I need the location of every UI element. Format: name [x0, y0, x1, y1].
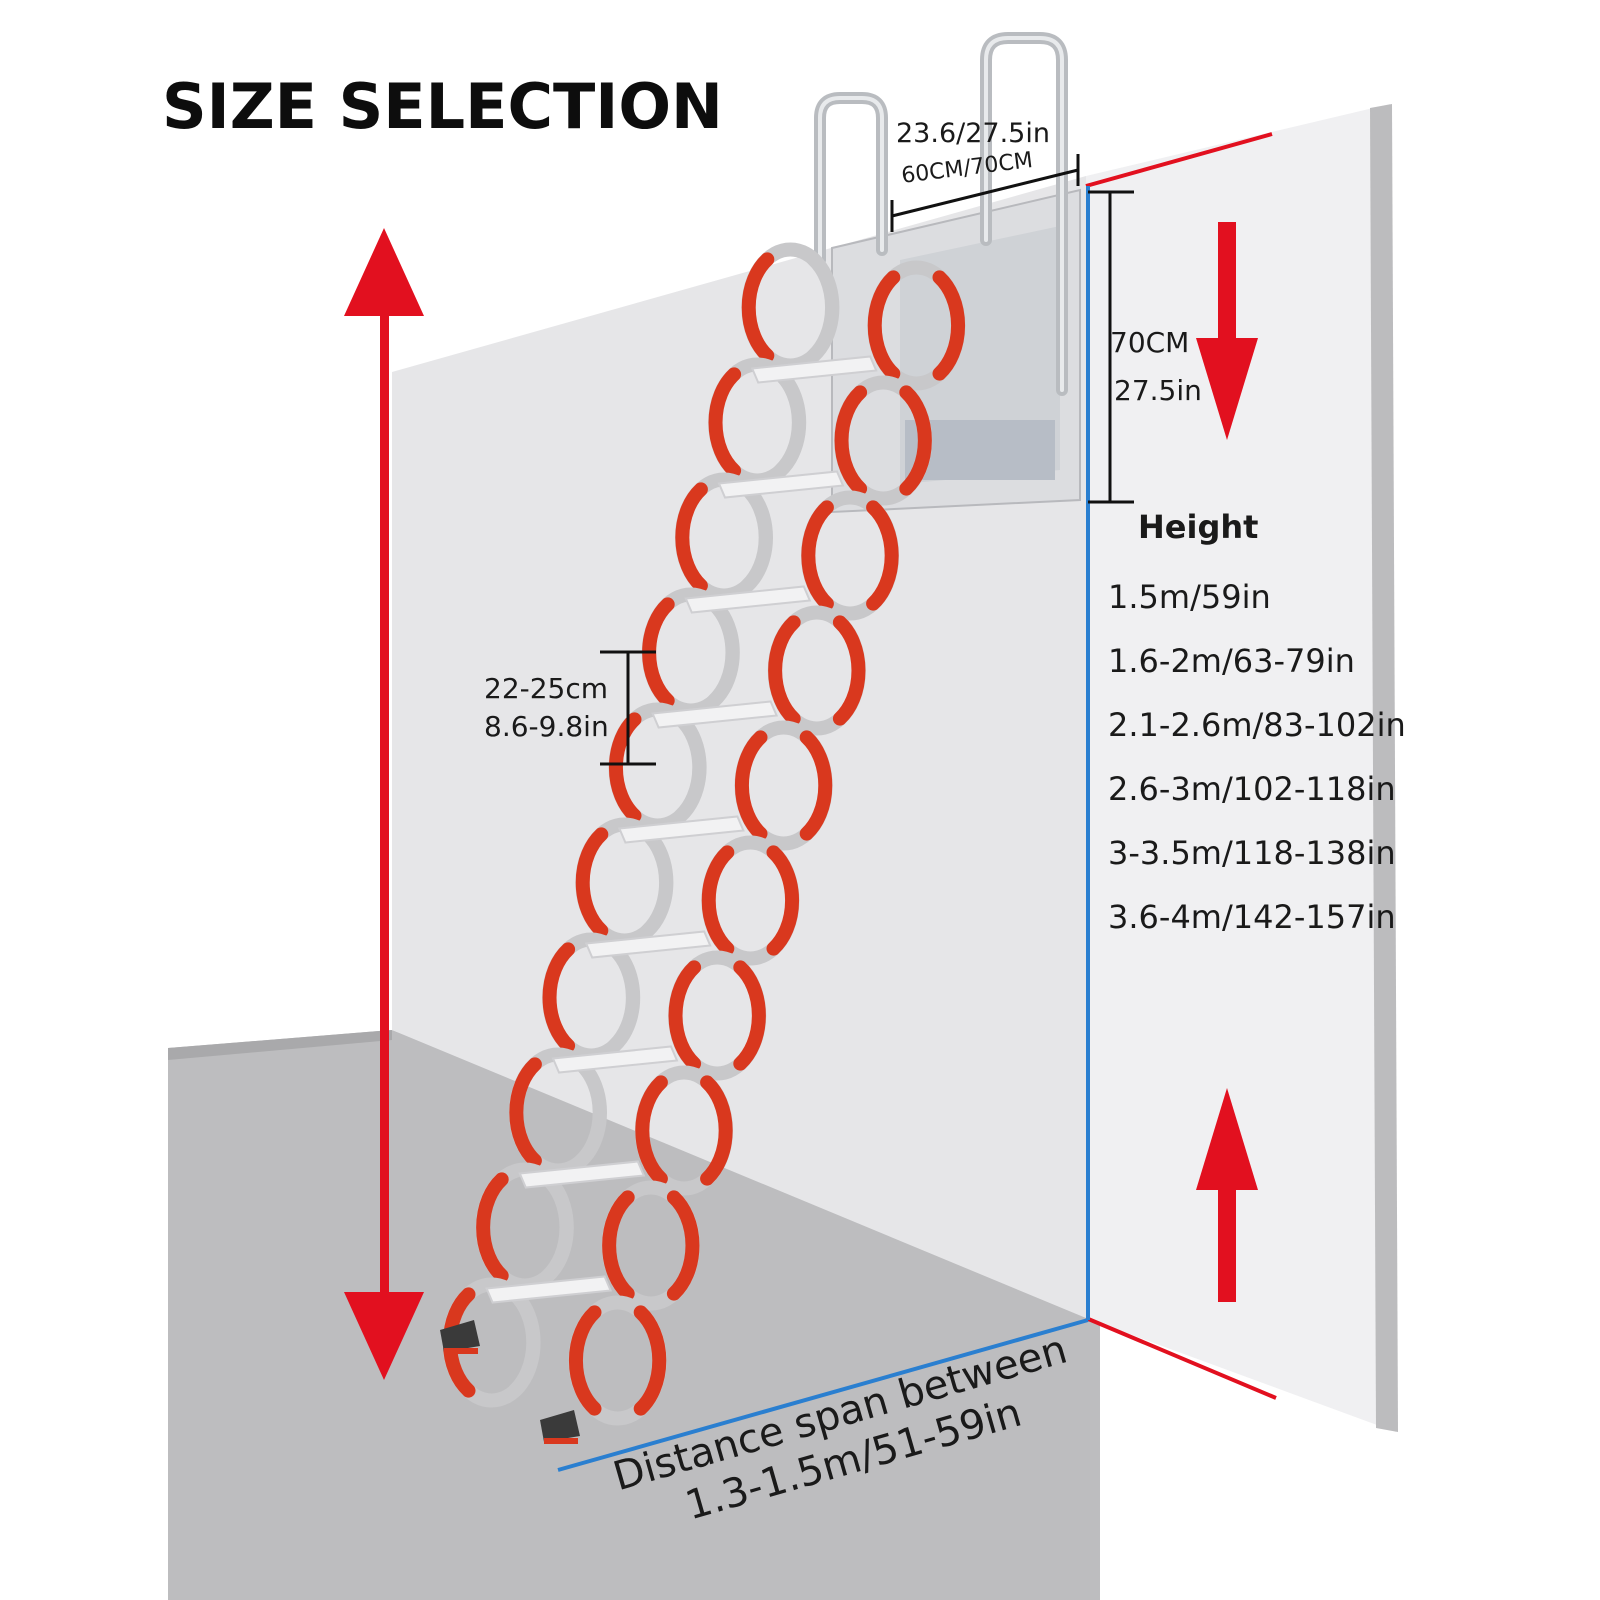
ladder-step: [684, 585, 812, 614]
ladder-link-red: [602, 1190, 635, 1301]
ladder-link-red: [932, 270, 966, 381]
box-inches-label: 27.5in: [1114, 374, 1202, 407]
ladder-link-red: [635, 1075, 668, 1186]
ladder-link-red: [568, 1305, 602, 1416]
right-down-arrow: [1196, 222, 1258, 440]
corner-line-bottom: [1085, 1316, 1277, 1400]
step-dimension: [600, 650, 656, 766]
corner-line-top: [1085, 132, 1273, 188]
ladder-link-red: [741, 252, 775, 363]
height-option: 2.6-3m/102-118in: [1108, 770, 1396, 808]
height-option: 3.6-4m/142-157in: [1108, 898, 1396, 936]
width-inches-label: 23.6/27.5in: [896, 118, 1050, 149]
ladder-link-red: [700, 1075, 733, 1186]
ladder-link-red: [733, 960, 766, 1071]
ladder-step: [518, 1160, 646, 1189]
ladder-link-red: [708, 367, 742, 478]
ladder-link-red: [668, 960, 702, 1071]
step-cm-label: 22-25cm: [484, 672, 609, 705]
ladder-link-red: [799, 730, 833, 841]
height-option: 1.5m/59in: [1108, 578, 1271, 616]
ladder-link-red: [866, 500, 899, 611]
ladder-link-red: [701, 845, 735, 956]
ladder-link-red: [509, 1057, 542, 1168]
ladder-step: [750, 355, 878, 384]
ladder-link-red: [834, 385, 868, 496]
width-dimension: [890, 154, 1080, 232]
ladder-link-red: [675, 482, 708, 593]
ladder-link-red: [734, 730, 768, 841]
ladder-link-red: [806, 252, 840, 363]
ladder-link-red: [766, 845, 800, 956]
ladder-foot: [540, 1410, 580, 1442]
ladder-step: [617, 815, 745, 844]
ladder-link-red: [574, 1057, 607, 1168]
box-height-dimension: [1088, 190, 1134, 504]
page-title: SIZE SELECTION: [162, 70, 723, 143]
ladder-link-red: [507, 1287, 541, 1398]
wall-side: [1086, 104, 1396, 1432]
ladder-link-red: [801, 500, 834, 611]
ladder-link-red: [575, 827, 609, 938]
ladder-link-red: [476, 1172, 509, 1283]
height-option: 2.1-2.6m/83-102in: [1108, 706, 1406, 744]
ladder-link-red: [867, 270, 901, 381]
box-cm-label: 70CM: [1110, 326, 1190, 359]
ladder-link-red: [832, 615, 866, 726]
height-option: 1.6-2m/63-79in: [1108, 642, 1355, 680]
ladder-link-red: [740, 482, 773, 593]
blue-span-line: [557, 1318, 1089, 1472]
floor-left: [168, 1030, 392, 1060]
ladder-link-red: [666, 1190, 700, 1301]
ladder-step: [485, 1275, 613, 1304]
ladder-step: [717, 470, 845, 499]
ladder-link-red: [640, 827, 674, 938]
ladder-foot: [440, 1320, 480, 1352]
right-up-arrow: [1196, 1088, 1258, 1302]
height-heading: Height: [1138, 508, 1259, 546]
ladder-link-red: [899, 385, 932, 496]
step-inches-label: 8.6-9.8in: [484, 710, 609, 743]
height-option: 3-3.5m/118-138in: [1108, 834, 1396, 872]
ladder-foot-pad: [544, 1438, 578, 1444]
left-height-arrow: [344, 228, 424, 1380]
ladder-step: [584, 930, 712, 959]
ladder-link-red: [633, 1305, 667, 1416]
ladder-step: [551, 1045, 679, 1074]
ladder-link-red: [540, 1172, 574, 1283]
ladder-link-red: [673, 712, 707, 823]
wall-side-edge: [1370, 104, 1398, 1432]
ladder-foot-pad: [444, 1348, 478, 1354]
ladder-link-red: [706, 597, 740, 708]
ladder-link-red: [607, 942, 640, 1053]
ladder-link-red: [773, 367, 806, 478]
ladder-link-red: [542, 942, 576, 1053]
ladder-step: [651, 700, 779, 729]
ladder-link-red: [768, 615, 801, 726]
